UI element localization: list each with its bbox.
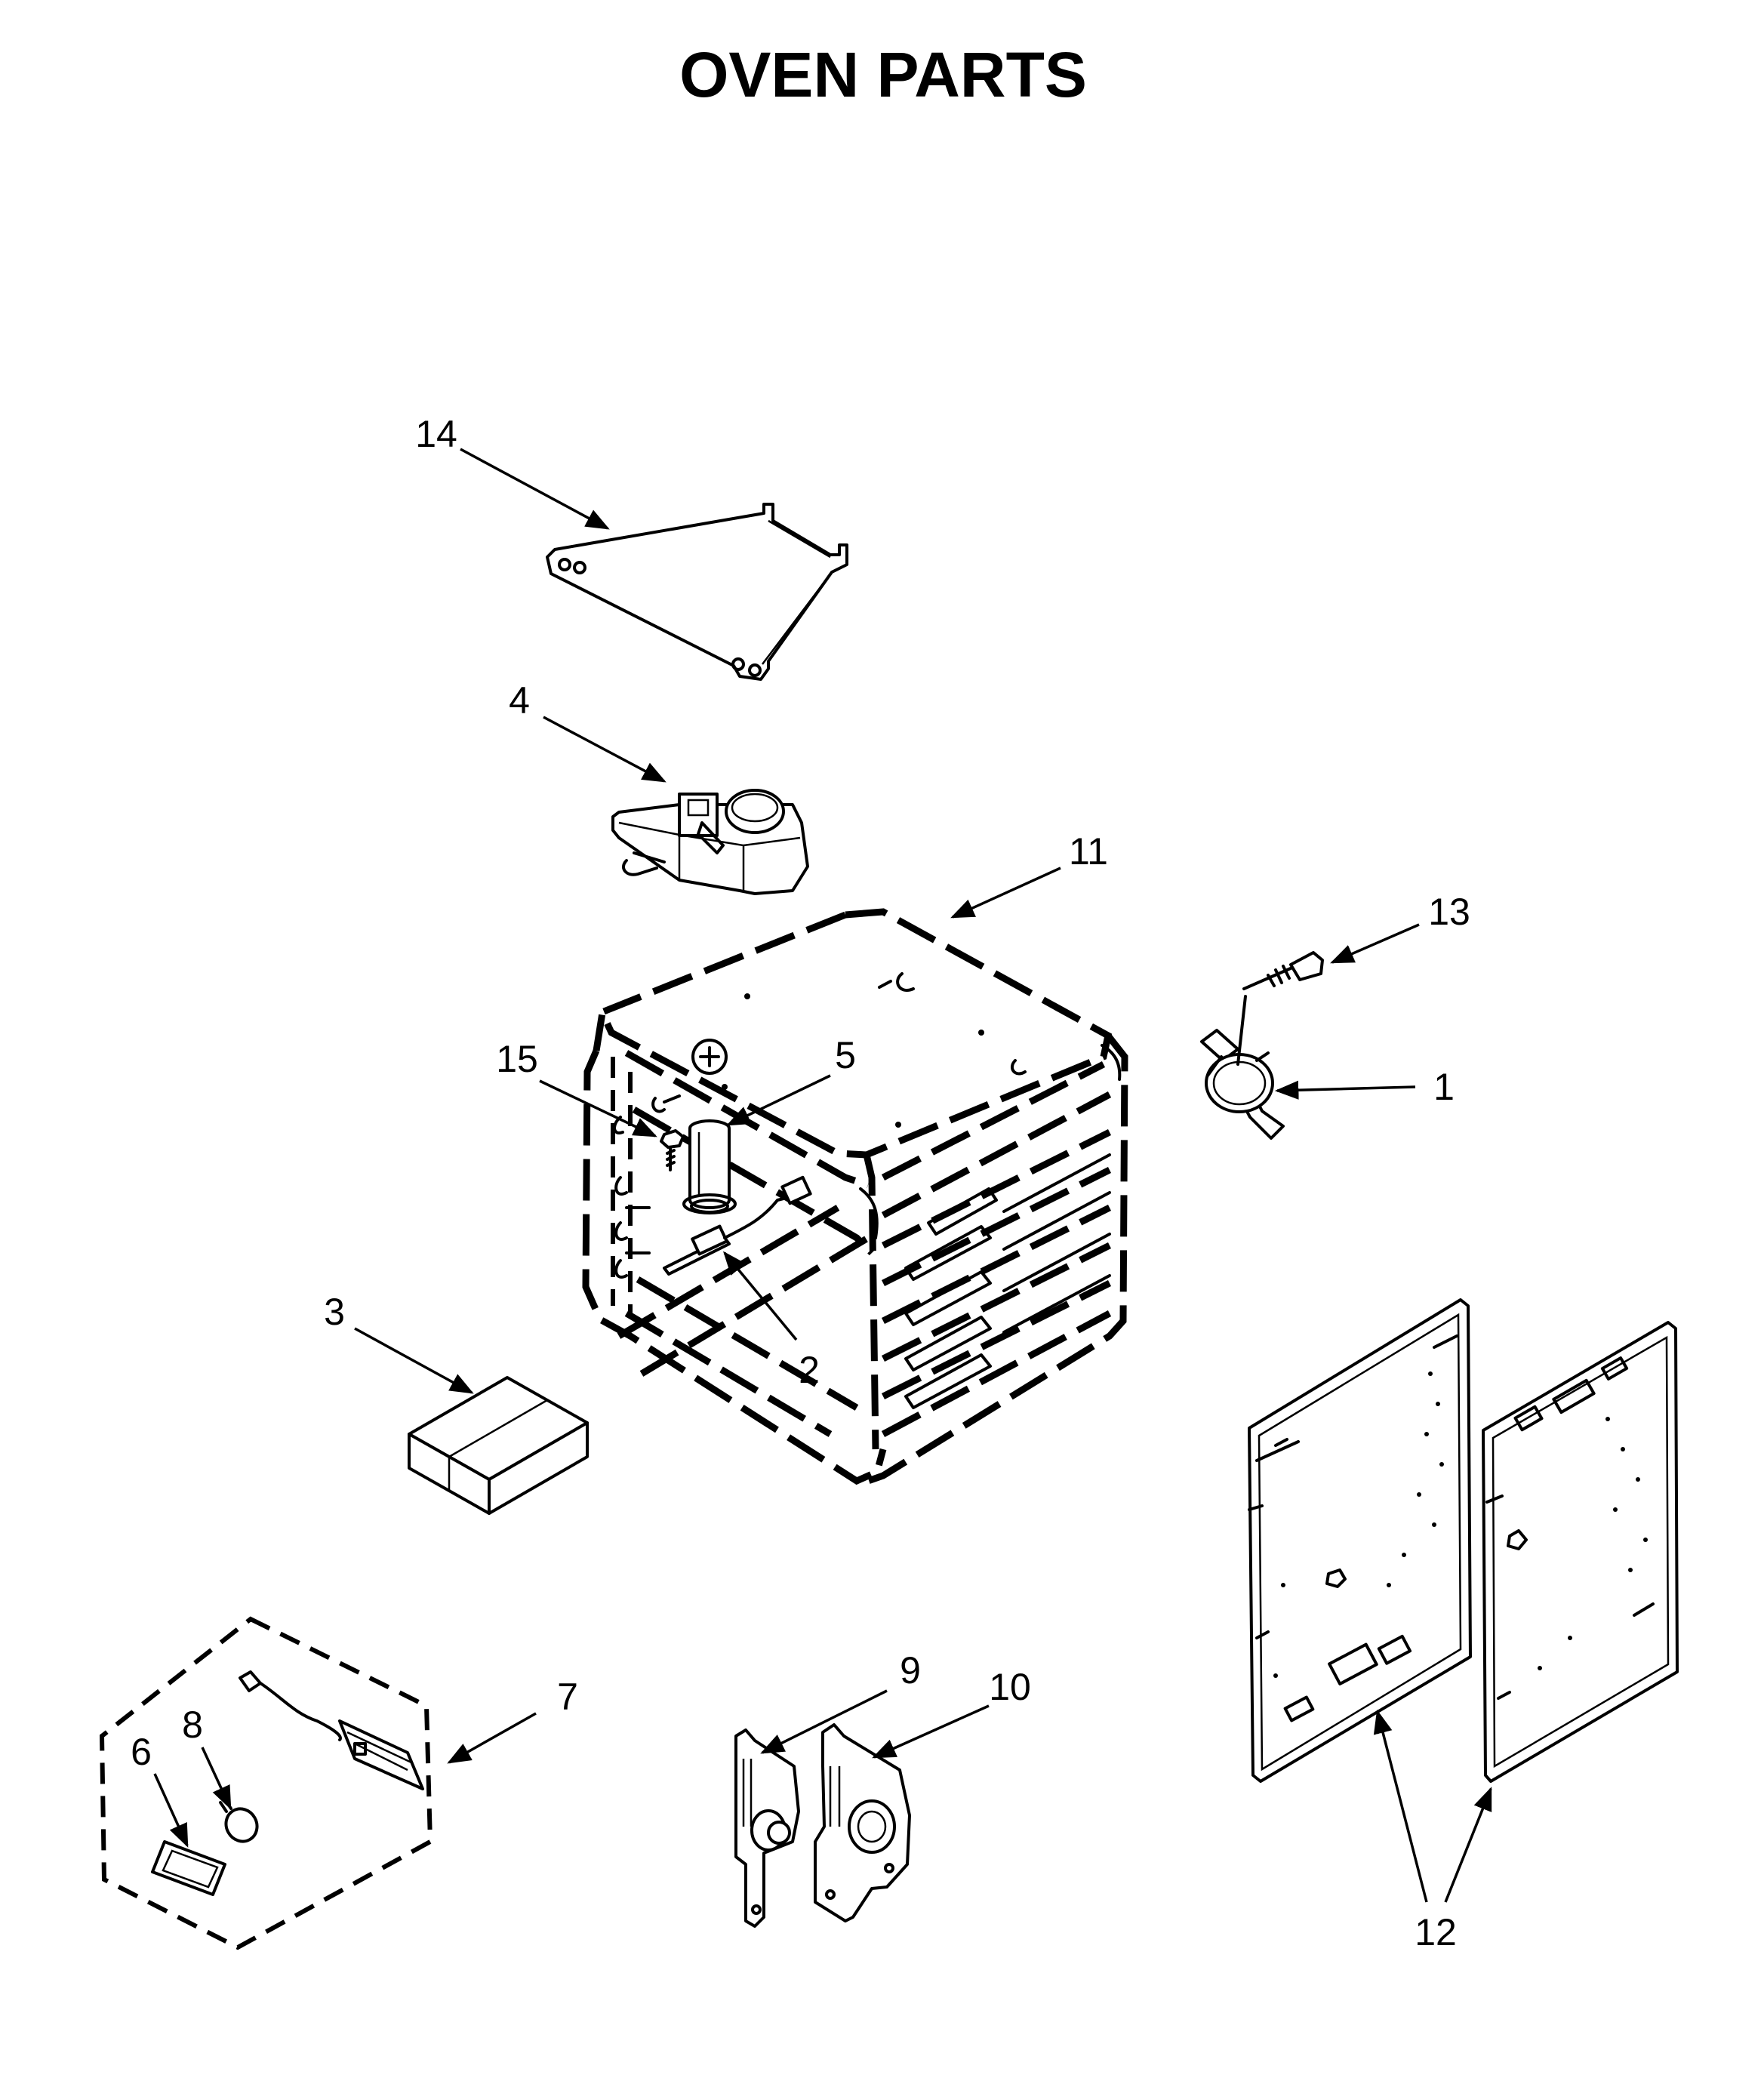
part-8-bulb bbox=[219, 1798, 259, 1843]
part-10-hinge-receiver bbox=[814, 1723, 911, 1922]
callout-9: 9 bbox=[900, 1649, 921, 1692]
part-12-side-panel-right bbox=[1482, 1321, 1679, 1783]
callout-7: 7 bbox=[557, 1676, 578, 1718]
page-title: OVEN PARTS bbox=[679, 39, 1087, 110]
part-3-insulation-box bbox=[408, 1376, 589, 1515]
callout-11: 11 bbox=[1069, 830, 1108, 873]
callout-3: 3 bbox=[324, 1291, 345, 1333]
callout-4: 4 bbox=[509, 679, 530, 722]
part-12-side-panel-left bbox=[1248, 1298, 1472, 1783]
part-6-lens bbox=[151, 1840, 226, 1896]
callout-10: 10 bbox=[989, 1666, 1031, 1708]
callout-12: 12 bbox=[1415, 1911, 1457, 1953]
part-7-light-kit bbox=[99, 1616, 433, 1950]
leader-lines bbox=[153, 448, 1492, 1903]
callout-5: 5 bbox=[835, 1034, 856, 1076]
part-15-screw bbox=[660, 1129, 685, 1171]
part-13-screw bbox=[1242, 951, 1324, 990]
callout-14: 14 bbox=[415, 413, 457, 455]
callout-6: 6 bbox=[131, 1731, 152, 1773]
part-1-thermal-limit bbox=[1200, 995, 1285, 1140]
callout-1: 1 bbox=[1433, 1066, 1455, 1108]
callout-2: 2 bbox=[799, 1349, 820, 1391]
callout-15: 15 bbox=[496, 1038, 538, 1080]
callout-labels: 14 4 11 13 1 5 15 2 3 7 8 6 9 10 12 bbox=[131, 413, 1470, 1953]
part-9-hinge-receiver bbox=[734, 1728, 800, 1928]
part-2-sensor-probe bbox=[663, 1175, 812, 1276]
part-11-oven-wrapper bbox=[582, 908, 1128, 1485]
part-14-bracket bbox=[546, 503, 848, 681]
part-5-element bbox=[682, 1119, 737, 1214]
callout-8: 8 bbox=[182, 1704, 203, 1746]
part-4-latch-assembly bbox=[611, 789, 809, 895]
callout-13: 13 bbox=[1428, 891, 1470, 933]
